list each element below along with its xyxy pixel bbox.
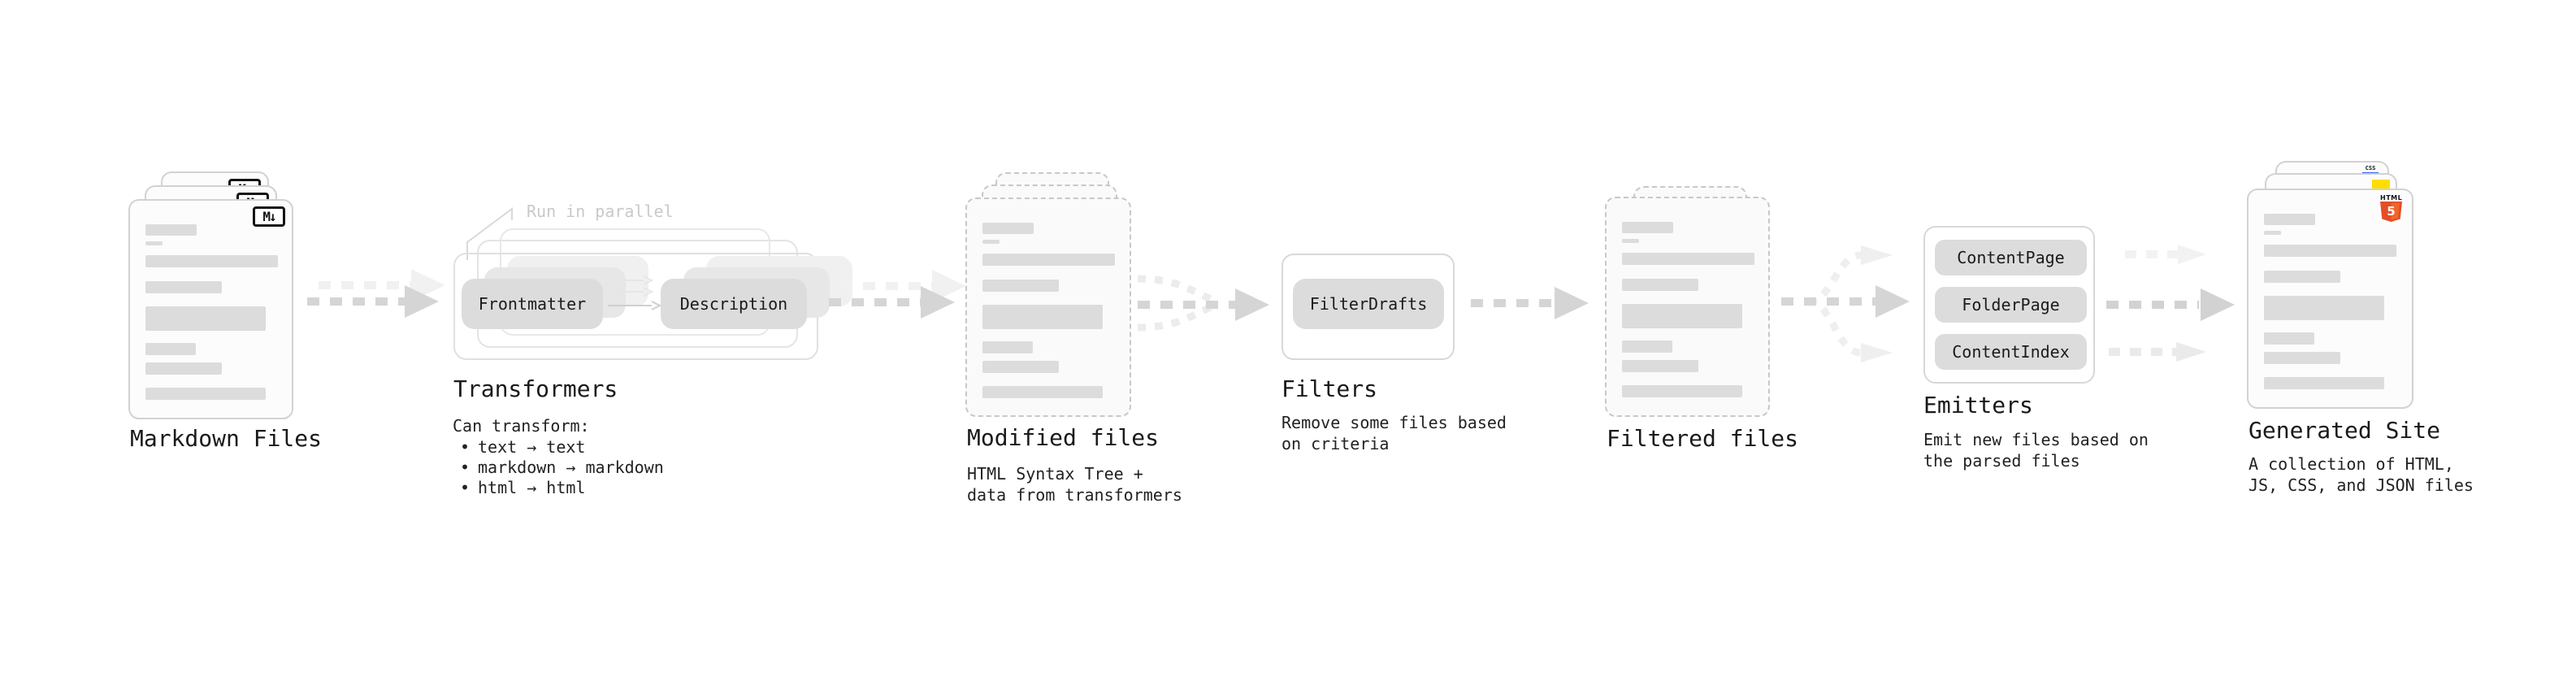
run-in-parallel-label: Run in parallel <box>527 202 674 221</box>
content-placeholder-bar <box>145 362 222 375</box>
generated-site-title: Generated Site <box>2249 417 2441 444</box>
content-placeholder-bar <box>1622 360 1698 372</box>
description-pill: Description <box>661 279 807 329</box>
content-placeholder-bar <box>982 361 1059 373</box>
html5-shield: 5 <box>2380 202 2402 222</box>
generated-site-stack: CSS HTML 5 <box>2247 161 2413 409</box>
flow-arrow-md-to-transformers <box>307 269 445 318</box>
content-placeholder-bar <box>145 224 197 236</box>
content-placeholder-bar <box>982 223 1034 234</box>
folderpage-pill: FolderPage <box>1935 287 2087 323</box>
document-content-placeholder <box>145 224 278 400</box>
content-placeholder-bar <box>1622 340 1672 353</box>
content-placeholder-bar <box>145 388 266 400</box>
parallel-bracket-line <box>466 207 513 260</box>
content-placeholder-bar <box>2264 296 2384 320</box>
filters-description: Remove some files based on criteria <box>1281 413 1507 453</box>
content-placeholder-bar <box>145 343 196 355</box>
contentpage-pill: ContentPage <box>1935 240 2087 275</box>
content-placeholder-bar <box>145 241 163 245</box>
content-placeholder-bar <box>2264 352 2340 364</box>
document-content-placeholder <box>982 223 1115 398</box>
filtered-file-card-front <box>1605 197 1770 417</box>
filtered-files-stack <box>1605 186 1770 417</box>
content-placeholder-bar <box>1622 253 1754 265</box>
flow-arrow-transformers-to-modified <box>829 270 966 319</box>
modified-files-description: HTML Syntax Tree + data from transformer… <box>967 464 1182 505</box>
content-placeholder-bar <box>1622 279 1698 291</box>
markdown-files-stack: M↓ M↓ M↓ <box>128 171 293 419</box>
content-placeholder-bar <box>982 305 1103 329</box>
emitters-title: Emitters <box>1923 392 2033 419</box>
frontmatter-pill: Frontmatter <box>462 279 603 329</box>
modified-file-card-front <box>965 197 1131 417</box>
bullet-dot: • <box>460 478 471 497</box>
javascript-icon <box>2372 180 2390 189</box>
content-placeholder-bar <box>982 254 1115 266</box>
html-file-card-front: HTML 5 <box>2247 189 2413 409</box>
transformers-group: Run in parallel Frontmatter Description <box>453 191 852 378</box>
content-placeholder-bar <box>145 255 278 267</box>
flow-arrows-emitters-to-generated <box>2106 245 2235 362</box>
filterdrafts-pill: FilterDrafts <box>1293 279 1444 329</box>
content-placeholder-bar <box>1622 304 1742 328</box>
can-transform-label: Can transform: <box>453 416 590 436</box>
content-placeholder-bar <box>1622 239 1639 243</box>
html5-icon: HTML 5 <box>2380 194 2402 225</box>
bullet-text: html → html <box>478 478 586 497</box>
bullet-text: text → text <box>478 437 586 457</box>
document-content-placeholder <box>2264 214 2396 389</box>
bullet-item: • html → html <box>460 478 664 498</box>
emitters-box: ContentPage FolderPage ContentIndex <box>1923 226 2095 384</box>
markdown-files-title: Markdown Files <box>130 425 323 452</box>
modified-files-stack <box>965 172 1131 417</box>
document-content-placeholder <box>1622 222 1754 397</box>
pill-to-pill-arrows <box>608 275 662 310</box>
content-placeholder-bar <box>2264 245 2396 257</box>
transformers-title: Transformers <box>453 375 618 402</box>
content-placeholder-bar <box>2264 332 2314 345</box>
flow-arrow-diverge-to-emitters <box>1781 245 1910 362</box>
emitters-description: Emit new files based on the parsed files <box>1923 430 2149 471</box>
filtered-files-title: Filtered files <box>1607 425 1799 452</box>
generated-site-description: A collection of HTML, JS, CSS, and JSON … <box>2249 454 2474 495</box>
filters-box: FilterDrafts <box>1281 254 1455 360</box>
content-placeholder-bar <box>982 280 1059 292</box>
transform-bullet-list: • text → text • markdown → markdown • ht… <box>460 437 664 498</box>
svg-text:5: 5 <box>2387 204 2395 219</box>
content-placeholder-bar <box>982 386 1103 398</box>
content-placeholder-bar <box>982 240 1000 244</box>
flow-arrow-filters-to-filtered <box>1471 287 1589 319</box>
filters-title: Filters <box>1281 375 1378 402</box>
bullet-dot: • <box>460 437 471 457</box>
contentindex-pill: ContentIndex <box>1935 334 2087 370</box>
content-placeholder-bar <box>1622 385 1742 397</box>
content-placeholder-bar <box>145 306 266 331</box>
content-placeholder-bar <box>2264 377 2384 389</box>
modified-files-title: Modified files <box>967 424 1160 451</box>
markdown-file-card-front: M↓ <box>128 199 293 419</box>
content-placeholder-bar <box>2264 214 2315 225</box>
bullet-text: markdown → markdown <box>478 458 664 477</box>
bullet-item: • text → text <box>460 437 664 458</box>
content-placeholder-bar <box>145 281 222 293</box>
content-placeholder-bar <box>2264 271 2340 283</box>
flow-arrow-converge-to-filters <box>1137 275 1269 332</box>
bullet-dot: • <box>460 458 471 477</box>
content-placeholder-bar <box>1622 222 1673 233</box>
content-placeholder-bar <box>2264 231 2281 235</box>
bullet-item: • markdown → markdown <box>460 458 664 478</box>
content-placeholder-bar <box>982 341 1033 354</box>
markdown-icon: M↓ <box>253 206 285 227</box>
